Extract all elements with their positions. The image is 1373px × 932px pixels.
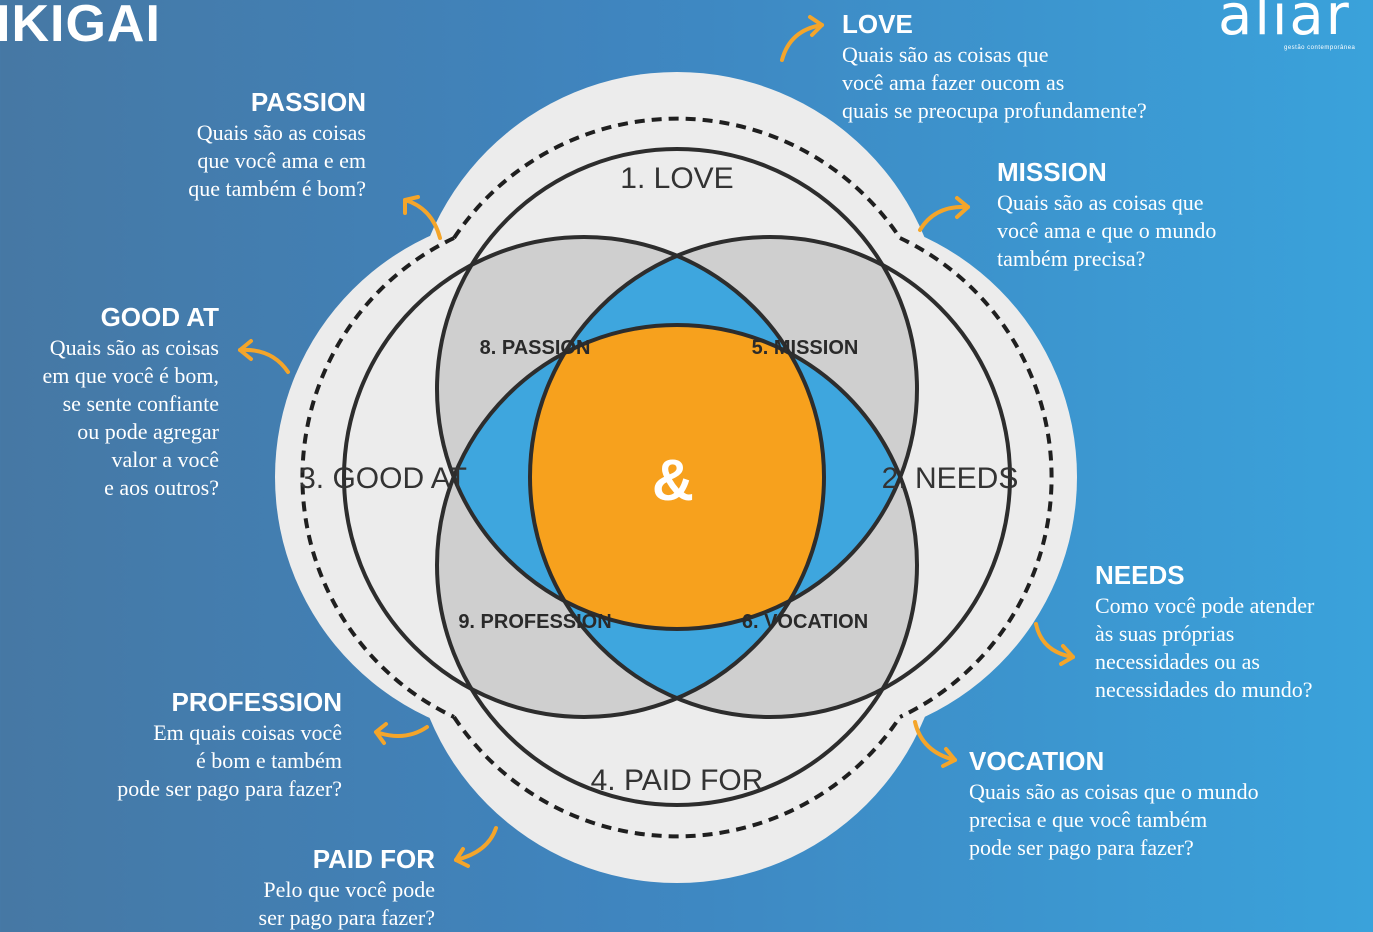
- needs-text: Como você pode atender às suas próprias …: [1095, 593, 1315, 702]
- profession-heading: PROFESSION: [171, 687, 342, 717]
- vocation-text: Quais são as coisas que o mundo precisa …: [969, 779, 1259, 860]
- love-circle-arc: [452, 116, 902, 240]
- needs-heading: NEEDS: [1095, 560, 1185, 590]
- arrow-vocation: [913, 720, 957, 768]
- arrow-passion: [403, 195, 442, 240]
- inner-circle-bottom: [435, 147, 919, 631]
- arrow-profession: [374, 722, 429, 745]
- outer-dashed-outline: [300, 116, 1054, 839]
- arrow-needs: [1034, 622, 1075, 666]
- label-passion: 8. PASSION: [480, 337, 591, 359]
- profession-text: Em quais coisas você é bom e também pode…: [117, 720, 342, 801]
- paid-for-heading: PAID FOR: [312, 844, 435, 874]
- vocation-heading: VOCATION: [969, 746, 1105, 776]
- profession-block: PROFESSION Em quais coisas você é bom e …: [117, 689, 342, 803]
- label-needs: 2. NEEDS: [882, 462, 1019, 495]
- passion-block: PASSION Quais são as coisas que você ama…: [188, 89, 366, 203]
- mission-text: Quais são as coisas que você ama e que o…: [997, 190, 1217, 271]
- page-title: IKIGAI: [0, 0, 161, 53]
- label-good-at: 3. GOOD AT: [299, 462, 467, 495]
- inner-circle-right: [342, 235, 826, 719]
- logo-tagline: gestão contemporânea: [1284, 45, 1356, 51]
- label-profession: 9. PROFESSION: [458, 611, 611, 633]
- arrows: [238, 15, 1075, 868]
- label-mission: 5. MISSION: [752, 337, 859, 359]
- arrow-good-at: [238, 339, 290, 374]
- good-at-circle-arc: [300, 236, 455, 719]
- aliar-logo: aliar gestão contemporânea: [1218, 0, 1368, 56]
- paid-for-circle-arc: [452, 715, 902, 839]
- paid-for-block: PAID FOR Pelo que você pode ser pago par…: [259, 846, 435, 932]
- arrow-love: [780, 15, 824, 62]
- label-paid-for: 4. PAID FOR: [591, 764, 764, 797]
- arrow-paid-for: [454, 826, 498, 868]
- love-heading: LOVE: [842, 9, 913, 39]
- needs-circle-arc: [899, 236, 1054, 719]
- passion-heading: PASSION: [250, 87, 366, 117]
- inner-outlines: [342, 147, 1012, 807]
- logo-wordmark: aliar: [1218, 0, 1351, 48]
- good-at-text: Quais são as coisas em que você é bom, s…: [42, 335, 219, 500]
- good-at-heading: GOOD AT: [100, 302, 219, 332]
- love-block: LOVE Quais são as coisas que você ama fa…: [842, 11, 1147, 125]
- love-text: Quais são as coisas que você ama fazer o…: [842, 42, 1147, 123]
- inner-circle-left: [528, 235, 1012, 719]
- mission-block: MISSION Quais são as coisas que você ama…: [997, 159, 1216, 273]
- mission-heading: MISSION: [997, 157, 1107, 187]
- needs-block: NEEDS Como você pode atender às suas pró…: [1095, 562, 1314, 704]
- center-ampersand: &: [652, 448, 694, 513]
- paid-for-text: Pelo que você pode ser pago para fazer?: [258, 877, 435, 930]
- passion-text: Quais são as coisas que você ama e em qu…: [188, 120, 366, 201]
- arrow-mission: [918, 196, 970, 232]
- good-at-block: GOOD AT Quais são as coisas em que você …: [42, 304, 219, 502]
- label-vocation: 6. VOCATION: [742, 611, 868, 633]
- label-love: 1. LOVE: [620, 162, 733, 195]
- inner-circle-top: [435, 323, 919, 807]
- vocation-block: VOCATION Quais são as coisas que o mundo…: [969, 748, 1259, 862]
